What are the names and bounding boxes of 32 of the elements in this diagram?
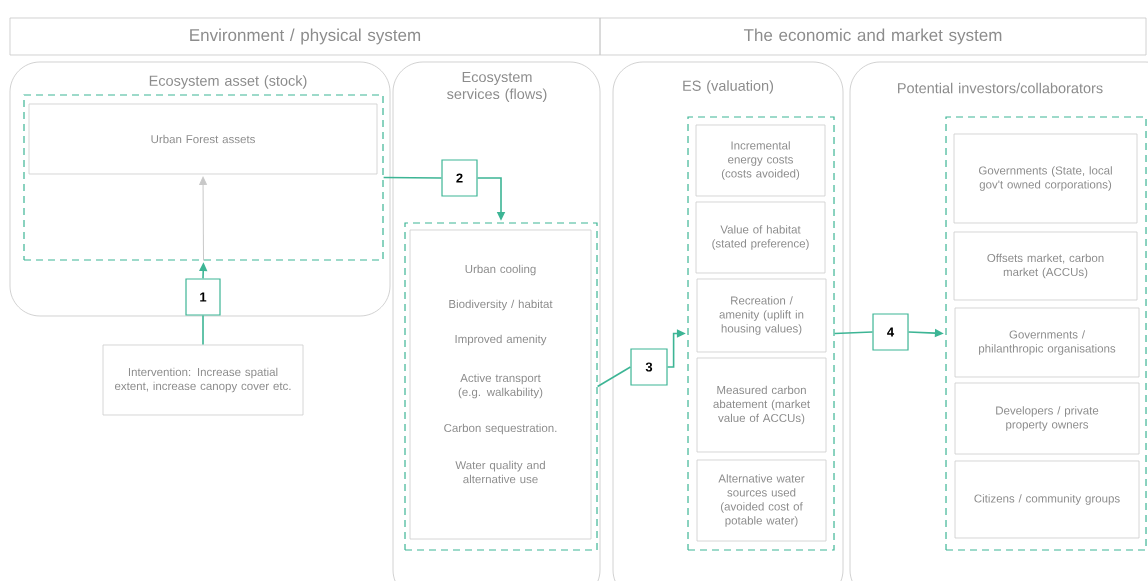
number-box: 2 xyxy=(441,159,478,197)
list-item: Improved amenity xyxy=(455,334,547,346)
arrow xyxy=(199,176,207,262)
panel-title: Ecosystem asset (stock) xyxy=(149,75,307,89)
text-box: Alternative water sources used (avoided cost of potable water) xyxy=(696,459,827,542)
dashed-group xyxy=(23,94,384,261)
header-band: Environment / physical system xyxy=(9,17,601,56)
text-box: Governments (State, local gov't owned corporations) xyxy=(953,133,1138,224)
text-box: Offsets market, carbon market (ACCUs) xyxy=(953,231,1138,301)
panel-title: Ecosystem services (flows) xyxy=(447,72,547,102)
dashed-group xyxy=(687,116,835,551)
list-item: Urban cooling xyxy=(465,264,536,276)
list-item: Water quality and alternative use xyxy=(455,460,545,484)
list-item: Active transport (e.g. walkability) xyxy=(458,373,543,399)
text-box: Value of habitat (stated preference) xyxy=(695,201,826,274)
panel-title: ES (valuation) xyxy=(683,80,774,94)
text-box: Citizens / community groups xyxy=(954,460,1140,539)
list-item: Carbon sequestration. xyxy=(444,423,557,435)
number-box: 3 xyxy=(630,348,668,386)
text-box: Incremental energy costs (costs avoided) xyxy=(695,124,826,197)
dashed-group xyxy=(945,116,1147,551)
header-band: The economic and market system xyxy=(599,17,1147,56)
panel-title: Potential investors/collaborators xyxy=(898,82,1103,94)
text-box: Intervention: Increase spatial extent, increase canopy cover etc. xyxy=(102,344,304,416)
text-box: Urban Forest assets xyxy=(28,103,378,175)
number-box: 4 xyxy=(872,313,909,351)
text-box: Measured carbon abatement (market value of ACCUs) xyxy=(696,357,827,453)
number-box: 1 xyxy=(185,278,221,316)
list-item: Biodiversity / habitat xyxy=(449,299,553,311)
text-box: Governments / philanthropic organisations xyxy=(954,307,1140,378)
text-box: Developers / private property owners xyxy=(954,382,1140,455)
text-box: Recreation / amenity (uplift in housing values) xyxy=(696,278,827,353)
